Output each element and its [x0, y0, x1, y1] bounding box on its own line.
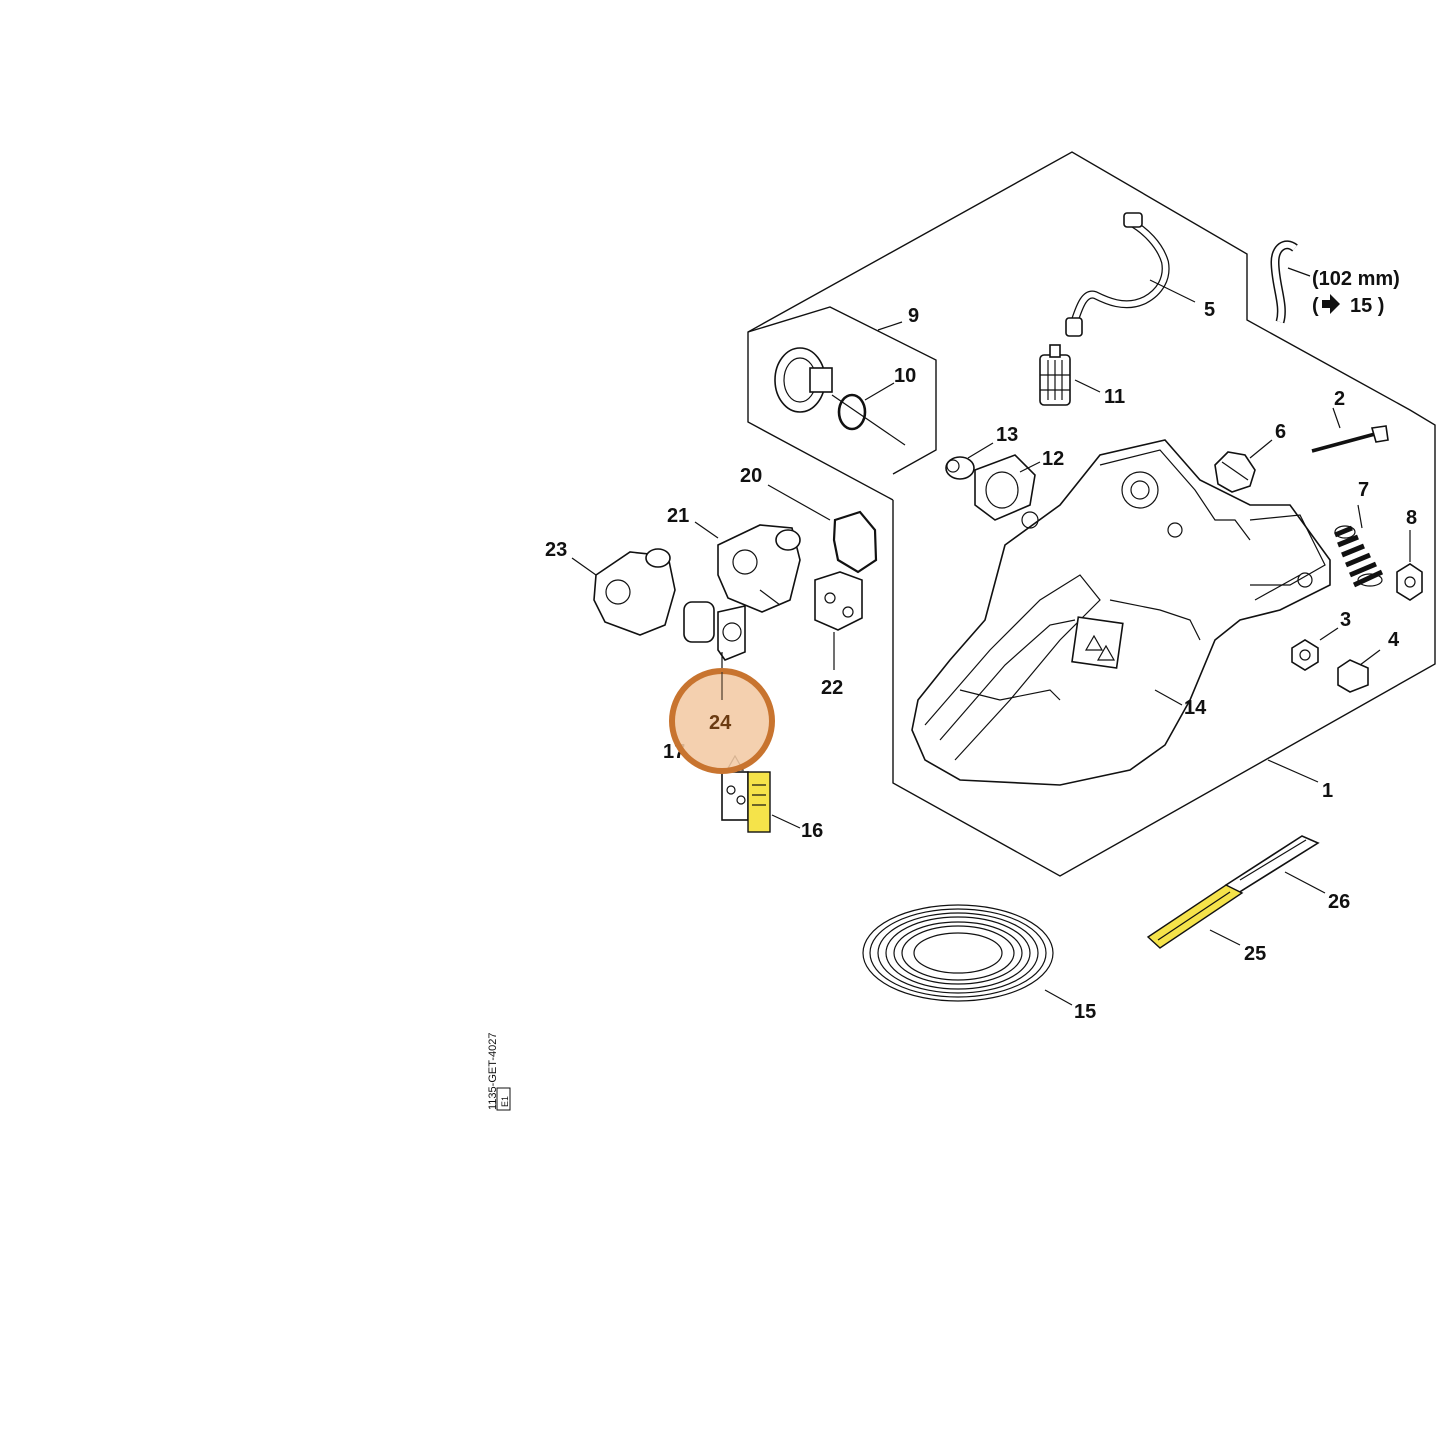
callout-25: 25	[1244, 943, 1266, 965]
cover-part-12	[974, 454, 1036, 521]
fuel-filter-part-11	[1039, 344, 1071, 406]
callout-15: 15	[1074, 1001, 1096, 1023]
callout-21: 21	[667, 505, 689, 527]
callout-13: 13	[996, 424, 1018, 446]
housing-part	[911, 439, 1331, 786]
note-open-paren: (	[1312, 295, 1319, 317]
carburetor-part-23	[593, 548, 676, 636]
strip-part-25	[1146, 884, 1244, 949]
fuel-hose-part-5	[1065, 212, 1170, 337]
callout-6: 6	[1275, 421, 1286, 443]
callout-9: 9	[908, 305, 919, 327]
callout-20: 20	[740, 465, 762, 487]
callout-12: 12	[1042, 448, 1064, 470]
callout-5: 5	[1204, 299, 1215, 321]
callout-3: 3	[1340, 609, 1351, 631]
callout-11: 11	[1104, 386, 1125, 408]
leader-lines	[571, 267, 1411, 1006]
callout-4: 4	[1388, 629, 1400, 651]
oil-pump-part-9	[774, 347, 906, 446]
flange-part-24	[683, 601, 746, 661]
callout-16: 16	[801, 820, 823, 842]
sleeve-part-13	[945, 456, 975, 480]
cap-part-4	[1337, 659, 1369, 693]
o-ring-part-10	[837, 393, 867, 431]
screw-part-2	[1311, 425, 1389, 453]
callout-23: 23	[545, 539, 567, 561]
strip-part-26	[1224, 835, 1320, 894]
bolt-part-3	[1291, 639, 1319, 671]
callout-24: 24	[709, 712, 732, 734]
drawing-tag: E1	[500, 1096, 510, 1107]
callout-22: 22	[821, 677, 843, 699]
highlight-callout-24[interactable]: 24	[669, 652, 775, 774]
drawing-code: 1135-GET-4027	[487, 1033, 499, 1110]
callout-7: 7	[1358, 479, 1369, 501]
callout-1: 1	[1322, 780, 1333, 802]
callout-2: 2	[1334, 388, 1345, 410]
carburetor-part-21	[717, 524, 801, 613]
gasket-part-20	[832, 510, 878, 574]
hose-coil-part-15	[862, 904, 1054, 1002]
callout-10: 10	[894, 365, 916, 387]
decal-part-16	[747, 771, 771, 833]
spring-part-7	[1334, 525, 1384, 588]
callout-8: 8	[1406, 507, 1417, 529]
hose-segment-part	[1270, 240, 1298, 324]
highlight-circle	[669, 668, 775, 774]
main-frame	[747, 151, 1436, 877]
drawing-tag-box	[496, 1087, 511, 1111]
intake-part-22	[814, 571, 863, 631]
arrow-right-icon	[1322, 294, 1340, 314]
callout-14: 14	[1184, 697, 1207, 719]
callout-26: 26	[1328, 891, 1350, 913]
hose-length-note: (102 mm)	[1312, 268, 1400, 290]
plug-part-8	[1396, 563, 1423, 601]
buffer-part-6	[1214, 451, 1256, 493]
subgroup-frame-9	[747, 306, 937, 475]
note-reference: 15 )	[1350, 295, 1384, 317]
